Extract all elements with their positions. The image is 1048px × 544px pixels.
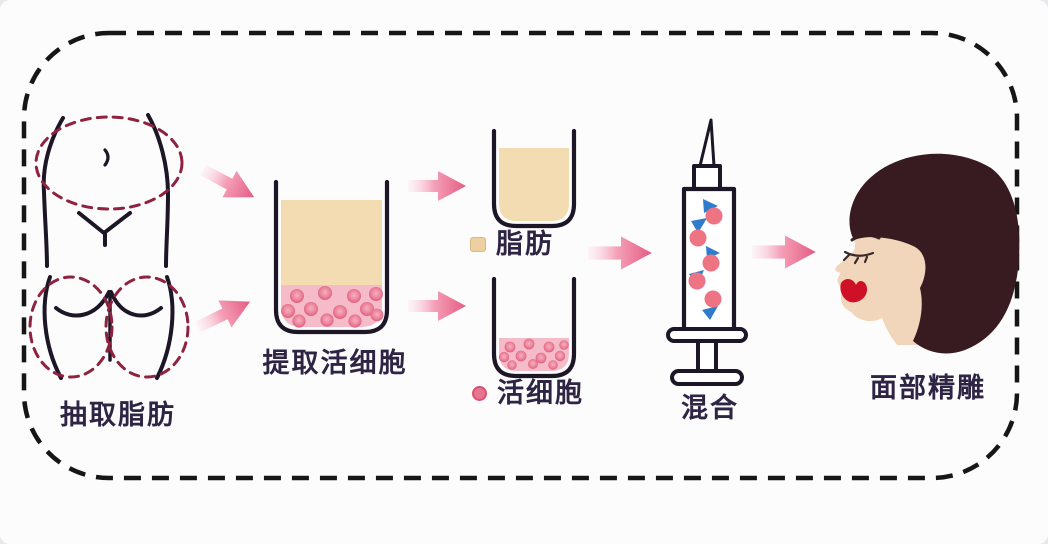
syringe-contents xyxy=(688,199,723,320)
face-lips xyxy=(840,278,868,303)
arrow-buttocks-to-beaker xyxy=(191,288,257,341)
face-hair xyxy=(849,153,1020,354)
beaker-wall xyxy=(273,179,390,335)
label-row-live-cells: 活细胞 xyxy=(472,378,584,409)
beaker-fat-layer xyxy=(281,200,382,285)
label-mix: 混合 xyxy=(681,393,739,423)
label-extract-live-cells: 提取活细胞 xyxy=(262,348,408,378)
abdomen-marking-ellipse xyxy=(34,115,184,211)
face-illustration xyxy=(835,153,1020,354)
fat-cup xyxy=(491,128,577,229)
label-extract-fat: 抽取脂肪 xyxy=(60,400,176,430)
arrow-beaker-to-cell-cup xyxy=(408,291,466,321)
buttocks-figure xyxy=(28,275,190,380)
extraction-beaker xyxy=(273,179,390,335)
arrow-syringe-to-face xyxy=(752,235,816,269)
arrow-beaker-to-fat-cup xyxy=(408,171,466,201)
syringe-plunger-cap xyxy=(670,369,744,386)
label-fat: 脂肪 xyxy=(496,229,554,259)
live-cell-swatch-icon xyxy=(472,386,487,402)
beaker-cell-dots xyxy=(281,286,384,328)
abdomen-figure xyxy=(34,113,184,268)
cell-cup-wall xyxy=(491,276,577,379)
cell-cup-dots xyxy=(498,338,569,370)
fat-cup-wall xyxy=(491,128,577,229)
label-row-fat: 脂肪 xyxy=(470,229,554,260)
syringe-hub xyxy=(692,164,722,191)
syringe xyxy=(666,118,748,386)
cell-cup xyxy=(491,276,577,379)
label-facial-sculpting: 面部精雕 xyxy=(870,373,986,403)
buttock-marking-right xyxy=(104,275,190,379)
fat-cup-fill xyxy=(499,148,569,221)
fat-swatch-icon xyxy=(470,237,486,253)
syringe-needle xyxy=(698,118,716,168)
label-live-cells: 活细胞 xyxy=(497,378,584,408)
arrow-abdomen-to-beaker xyxy=(195,156,262,211)
arrow-cups-to-syringe xyxy=(588,236,652,270)
buttock-marking-left xyxy=(28,275,114,379)
syringe-plunger-stem xyxy=(696,339,718,373)
face-closed-eye xyxy=(842,250,875,265)
